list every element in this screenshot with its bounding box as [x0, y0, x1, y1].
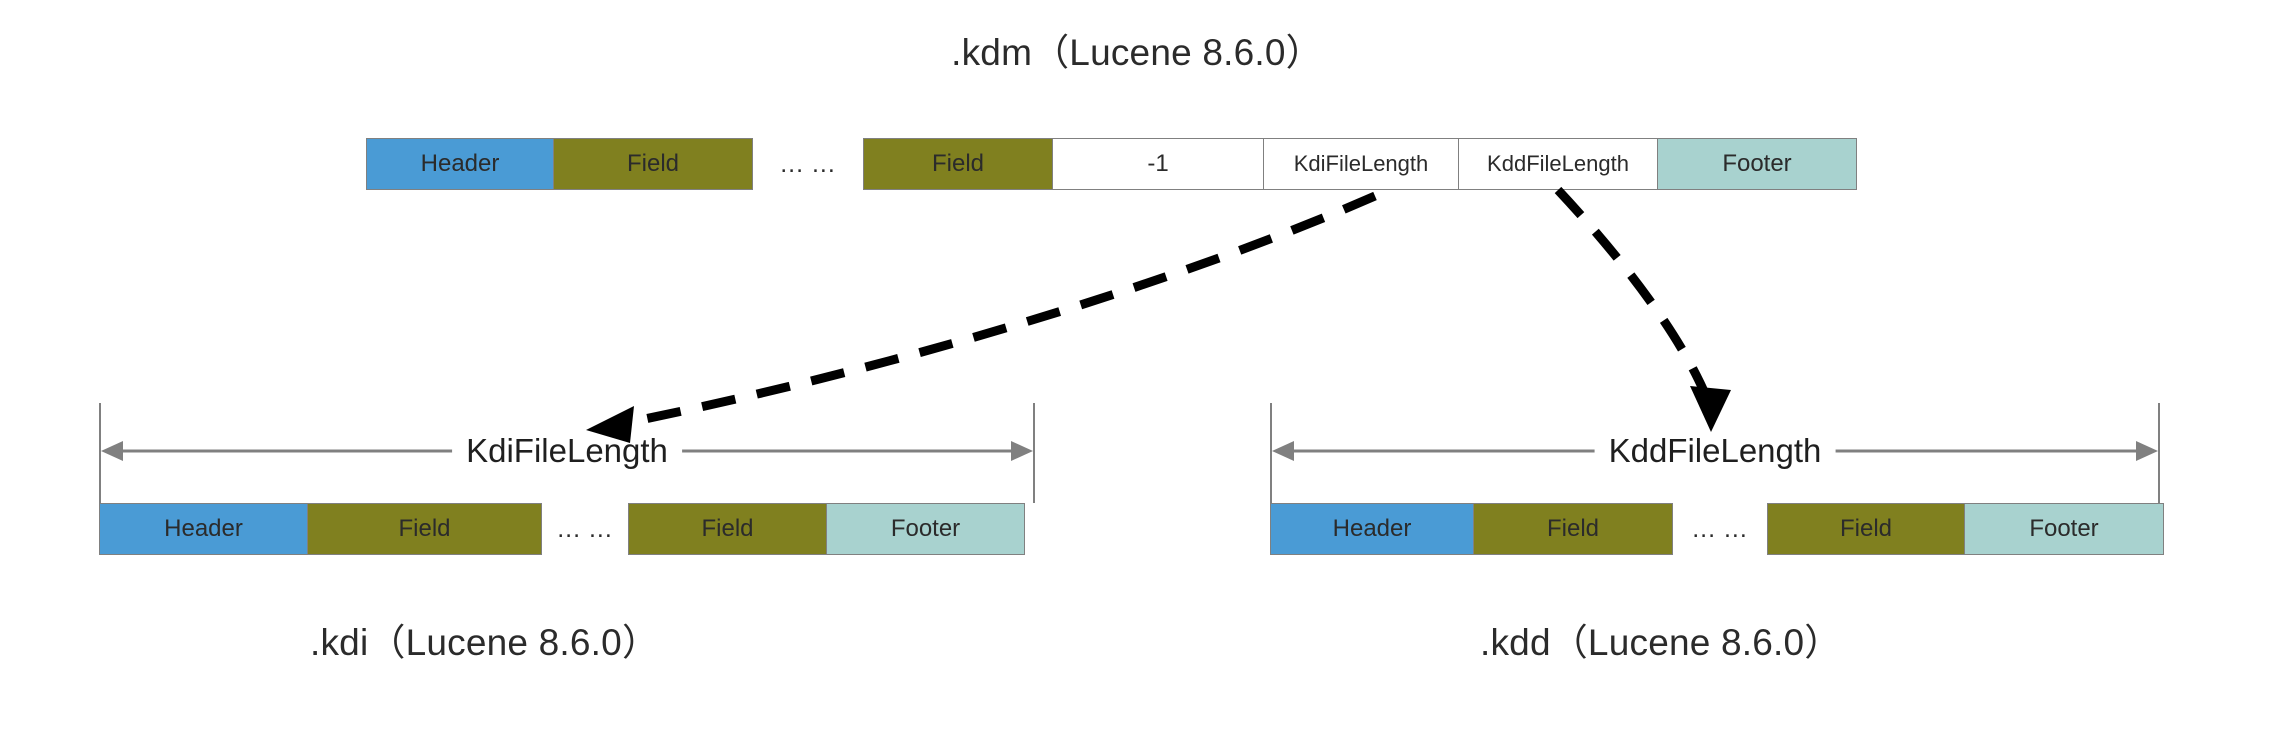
kdd-segment-label: Field — [1546, 515, 1600, 542]
kdd-segment-2: ... ... — [1672, 503, 1768, 555]
kdi-segment-3: Field — [628, 503, 827, 555]
kdm-segment-label: -1 — [1147, 150, 1169, 177]
kdi-segment-label: Field — [398, 515, 451, 542]
kdm-segment-7: Footer — [1657, 138, 1857, 190]
kdd-measure-bar: KddFileLength — [1270, 403, 2160, 503]
kdm-segment-6: KddFileLength — [1458, 138, 1658, 190]
kdm-segment-label: ... ... — [780, 149, 836, 178]
kdm-title: .kdm（Lucene 8.6.0） — [951, 32, 1323, 73]
kdm-segment-label: KddFileLength — [1487, 151, 1629, 176]
kdi-segment-0: Header — [99, 503, 308, 555]
kdm-segment-5: KdiFileLength — [1263, 138, 1459, 190]
kdi-caption: .kdi（Lucene 8.6.0） — [310, 622, 660, 663]
kdd-segment-3: Field — [1767, 503, 1965, 555]
kdm-segment-label: Header — [420, 150, 500, 177]
kdd-segment-label: Footer — [2029, 515, 2099, 542]
kdd-segment-4: Footer — [1964, 503, 2164, 555]
kdm-segment-strip: Header Field ... ... Field -1 KdiFileLength Kd… — [366, 138, 1857, 190]
kdi-segment-label: Header — [164, 515, 243, 542]
kdd-segment-1: Field — [1473, 503, 1673, 555]
kdm-segment-label: KdiFileLength — [1293, 151, 1429, 176]
kdm-segment-label: Footer — [1722, 150, 1792, 177]
kdi-segment-label: Footer — [890, 515, 961, 542]
kdi-segment-label: ... ... — [557, 514, 613, 543]
kdm-segment-1: Field — [553, 138, 753, 190]
kdi-segment-1: Field — [307, 503, 542, 555]
kdi-measure-bar: KdiFileLength — [99, 403, 1035, 503]
kdd-caption: .kdd（Lucene 8.6.0） — [1480, 622, 1842, 663]
kdm-segment-2: ... ... — [752, 138, 864, 190]
kdd-segment-label: Field — [1839, 515, 1893, 542]
kdi-measure-label: KdiFileLength — [452, 432, 682, 470]
kdm-segment-label: Field — [931, 150, 985, 177]
kdi-segment-strip: Header Field ... ... Field Footer — [99, 503, 1025, 555]
kdi-segment-2: ... ... — [541, 503, 629, 555]
kdd-length-pointer-arrow — [1554, 186, 1731, 432]
kdm-segment-0: Header — [366, 138, 554, 190]
kdd-measure-label: KddFileLength — [1594, 432, 1836, 470]
kdi-segment-label: Field — [701, 515, 754, 542]
kdd-segment-label: Header — [1332, 515, 1412, 542]
kdd-segment-0: Header — [1270, 503, 1474, 555]
kdm-segment-label: Field — [626, 150, 680, 177]
kdd-segment-strip: Header Field ... ... Field Footer — [1270, 503, 2164, 555]
kdm-segment-3: Field — [863, 138, 1053, 190]
kdm-segment-4: -1 — [1052, 138, 1264, 190]
kdd-segment-label: ... ... — [1692, 514, 1748, 543]
kdi-segment-4: Footer — [826, 503, 1025, 555]
